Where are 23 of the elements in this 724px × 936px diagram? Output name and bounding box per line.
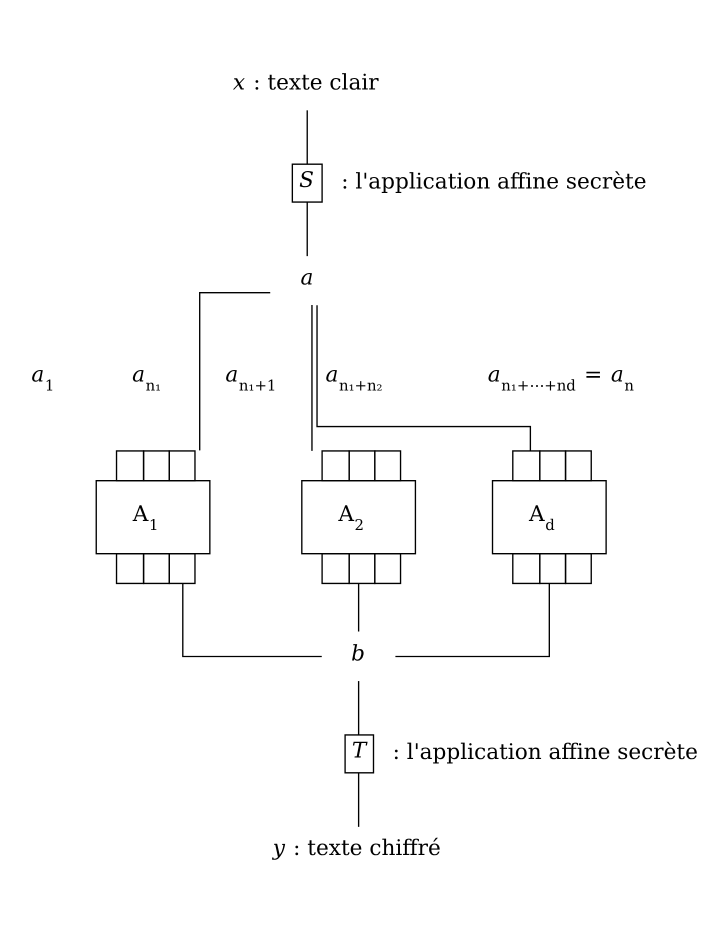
node-box: T — [344, 734, 374, 773]
node-text: y : texte chiffré — [272, 836, 441, 861]
label: a$_{n₁+1}$ — [225, 362, 276, 394]
label: a$_{n₁+n₂}$ — [325, 362, 383, 394]
connector — [311, 304, 313, 450]
node-box: S — [292, 163, 323, 202]
connector — [306, 110, 308, 164]
connector — [395, 583, 550, 657]
connector — [358, 583, 360, 632]
node-label: : l'application affine secrète — [341, 168, 647, 194]
node-text: x : texte clair — [232, 70, 379, 96]
connector — [316, 304, 532, 450]
connector — [182, 583, 322, 657]
connector — [199, 292, 270, 450]
connector — [358, 772, 360, 826]
connector — [306, 202, 308, 256]
node-label: : l'application affine secrète — [392, 740, 698, 765]
node-text: a — [300, 264, 314, 290]
connector — [358, 680, 360, 734]
label: a$_{n₁}$ — [132, 362, 162, 394]
node-text: b — [351, 640, 366, 666]
label: a$_{1}$ — [31, 362, 54, 394]
label: a$_{n₁+⋯+nd}$ = a$_{n}$ — [488, 362, 634, 394]
